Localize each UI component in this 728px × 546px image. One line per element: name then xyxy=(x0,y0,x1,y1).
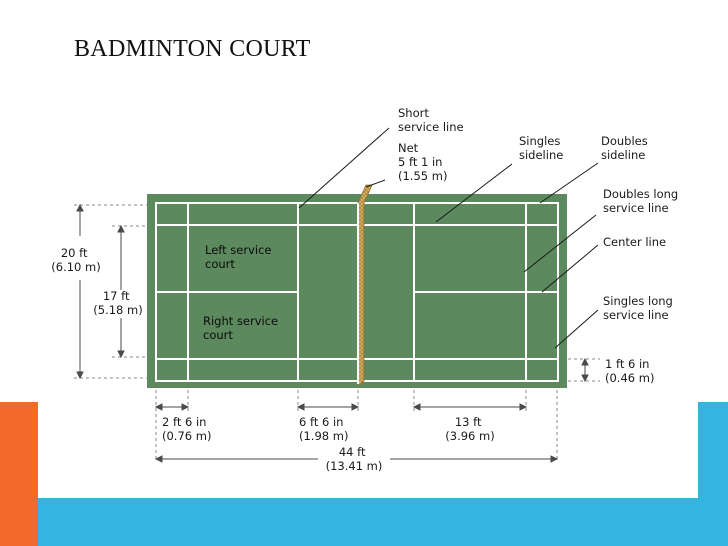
label-center-line: Center line xyxy=(603,235,666,249)
dim-label-13ft: 13 ft (3.96 m) xyxy=(445,415,494,443)
net xyxy=(357,184,373,387)
callout-lines xyxy=(298,127,599,349)
dimension-arrows xyxy=(76,203,589,463)
dim-label-44ft: 44 ft (13.41 m) xyxy=(326,445,383,473)
dim-label-1ft6: 1 ft 6 in (0.46 m) xyxy=(605,357,654,385)
dim-label-17ft: 17 ft (5.18 m) xyxy=(93,289,142,317)
label-right-service-court: Right service court xyxy=(203,314,282,342)
label-doubles-sideline: Doubles sideline xyxy=(601,134,651,162)
dim-label-2ft6: 2 ft 6 in (0.76 m) xyxy=(162,415,211,443)
label-singles-long-service-line: Singles long service line xyxy=(603,294,676,322)
label-singles-sideline: Singles sideline xyxy=(519,134,564,162)
label-short-service-line: Short service line xyxy=(398,106,464,134)
blue-accent-shape xyxy=(38,402,728,546)
label-doubles-long-service-line: Doubles long service line xyxy=(603,187,682,215)
dim-label-6ft6: 6 ft 6 in (1.98 m) xyxy=(299,415,348,443)
label-net: Net 5 ft 1 in (1.55 m) xyxy=(398,141,447,183)
dim-label-20ft: 20 ft (6.10 m) xyxy=(51,246,100,274)
dimension-guides xyxy=(74,204,600,462)
orange-accent-shape xyxy=(0,402,38,546)
slide-title: BADMINTON COURT xyxy=(74,36,311,62)
label-left-service-court: Left service court xyxy=(205,243,275,271)
